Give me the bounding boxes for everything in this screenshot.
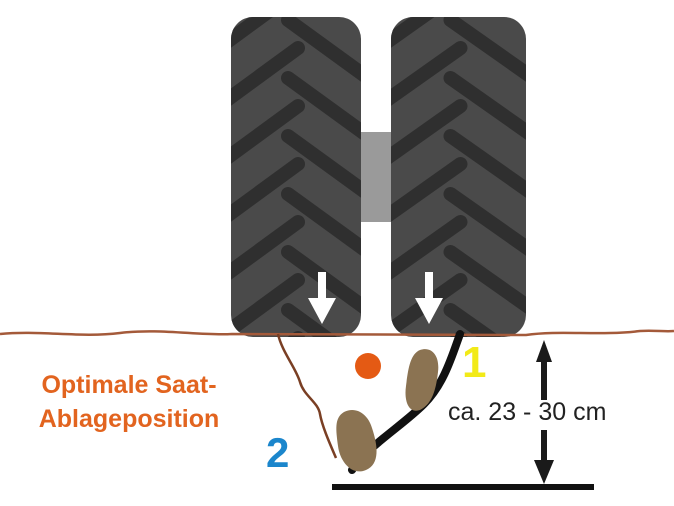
tire-left <box>231 17 361 337</box>
tread-stripe <box>281 129 361 199</box>
depth-label: ca. 23 - 30 cm <box>448 398 607 426</box>
seed-position-label: Optimale Saat- Ablageposition <box>10 368 248 436</box>
axle <box>360 132 392 222</box>
tread-stripe <box>391 17 468 49</box>
seed-position-dot <box>355 353 381 379</box>
tread-stripe <box>443 303 526 337</box>
tread-stripe <box>443 71 526 141</box>
tire-tread-right <box>391 17 526 337</box>
root-clump-upper <box>405 349 439 411</box>
root-thin <box>276 333 338 459</box>
tread-stripe <box>281 303 361 337</box>
marker-1: 1 <box>462 338 487 387</box>
tread-stripe <box>443 17 526 83</box>
tread-stripe <box>443 245 526 315</box>
tread-stripe <box>443 129 526 199</box>
seed-position-label-text: Optimale Saat- Ablageposition <box>38 371 220 433</box>
tread-stripe <box>281 187 361 257</box>
tread-stripe <box>391 41 468 107</box>
tread-stripe <box>231 273 305 337</box>
marker-2: 2 <box>266 429 290 476</box>
tread-stripe <box>281 17 361 83</box>
compaction-layer-line <box>332 484 594 490</box>
tread-stripe <box>231 17 305 49</box>
double-arrow-vertical-icon <box>534 340 554 484</box>
tread-stripe <box>231 157 305 223</box>
root-clump-lower <box>336 409 377 472</box>
tread-stripe <box>281 71 361 141</box>
tire-right <box>391 17 526 337</box>
soil-surface-line <box>0 329 674 337</box>
tread-stripe <box>391 99 468 165</box>
arrow-down-icon <box>415 272 443 324</box>
tread-stripe <box>231 215 305 281</box>
arrow-down-icon <box>308 272 336 324</box>
tread-stripe <box>443 187 526 257</box>
tread-stripe <box>281 245 361 315</box>
tread-stripe <box>231 41 305 107</box>
tread-stripe <box>391 157 468 223</box>
tire-tread-left <box>231 17 361 337</box>
tread-stripe <box>391 215 468 281</box>
tread-stripe <box>231 99 305 165</box>
